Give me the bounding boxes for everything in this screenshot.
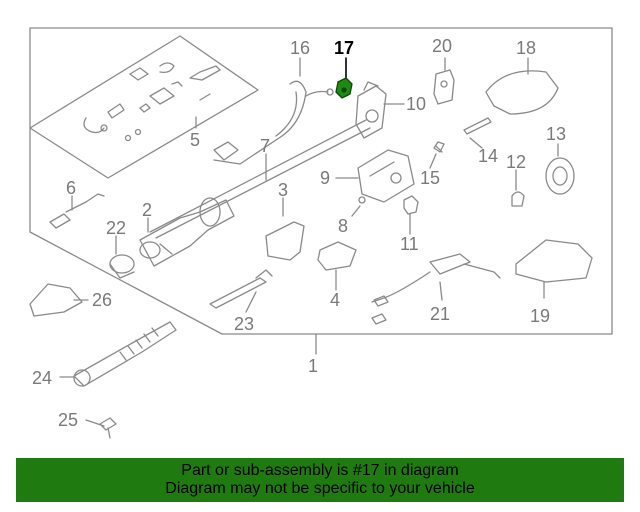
part-20-icon — [433, 69, 455, 105]
banner-line-2: Diagram may not be specific to your vehi… — [165, 480, 475, 497]
callout-10: 10 — [406, 94, 426, 114]
callout-22: 22 — [106, 218, 126, 238]
wiring-harness-icon — [213, 80, 334, 165]
shaft-24-icon — [73, 321, 177, 387]
steering-shaft-icon — [139, 119, 371, 267]
callout-21: 21 — [430, 304, 450, 324]
lock-housing-icon — [355, 81, 387, 139]
cover-3-icon — [265, 221, 305, 261]
callout-24: 24 — [32, 368, 52, 388]
callout-14: 14 — [478, 146, 498, 166]
callout-3: 3 — [278, 180, 288, 200]
part-8-icon — [358, 196, 366, 204]
assembly-frame — [29, 27, 613, 335]
callout-26: 26 — [92, 290, 112, 310]
callout-labels: 1 2 3 4 5 6 7 8 9 10 11 12 13 14 15 16 1… — [32, 36, 566, 430]
callout-15: 15 — [420, 168, 440, 188]
callout-23: 23 — [234, 314, 254, 334]
part-17-icon — [335, 77, 353, 99]
callout-17: 17 — [334, 38, 354, 58]
part-23-icon — [209, 269, 273, 309]
switch-21-icon — [371, 253, 501, 325]
callout-7: 7 — [260, 136, 270, 156]
part-14-icon — [463, 117, 492, 135]
housing-9-icon — [357, 149, 415, 203]
bracket-26-icon — [29, 283, 83, 317]
banner-line-1: Part or sub-assembly is #17 in diagram — [181, 462, 459, 479]
ring-13-icon — [545, 157, 575, 195]
part-11-icon — [403, 195, 419, 215]
diagram-notice-banner: Part or sub-assembly is #17 in diagram D… — [16, 458, 624, 502]
callout-11: 11 — [400, 234, 419, 254]
part-15-icon — [433, 141, 445, 153]
bolt-25-icon — [99, 417, 117, 439]
inset-parts-icon — [83, 62, 221, 142]
parts-diagram: 1 2 3 4 5 6 7 8 9 10 11 12 13 14 15 16 1… — [29, 27, 613, 439]
shroud-19-icon — [515, 239, 593, 283]
callout-12: 12 — [506, 152, 526, 172]
callout-8: 8 — [338, 216, 348, 236]
cover-4-icon — [317, 241, 357, 271]
callout-4: 4 — [330, 290, 340, 310]
callout-20: 20 — [432, 36, 452, 56]
callout-5: 5 — [190, 130, 200, 150]
callout-2: 2 — [142, 200, 152, 220]
shroud-18-icon — [485, 70, 559, 115]
callout-16: 16 — [290, 38, 310, 58]
callout-19: 19 — [530, 306, 550, 326]
callout-18: 18 — [516, 38, 536, 58]
callout-1: 1 — [308, 356, 318, 376]
callout-25: 25 — [58, 410, 78, 430]
callout-6: 6 — [66, 178, 76, 198]
callout-13: 13 — [546, 124, 566, 144]
part-12-icon — [511, 191, 525, 207]
inset-box — [29, 35, 259, 179]
part-22-icon — [109, 254, 135, 279]
part-6-icon — [49, 193, 105, 229]
callout-9: 9 — [320, 168, 330, 188]
